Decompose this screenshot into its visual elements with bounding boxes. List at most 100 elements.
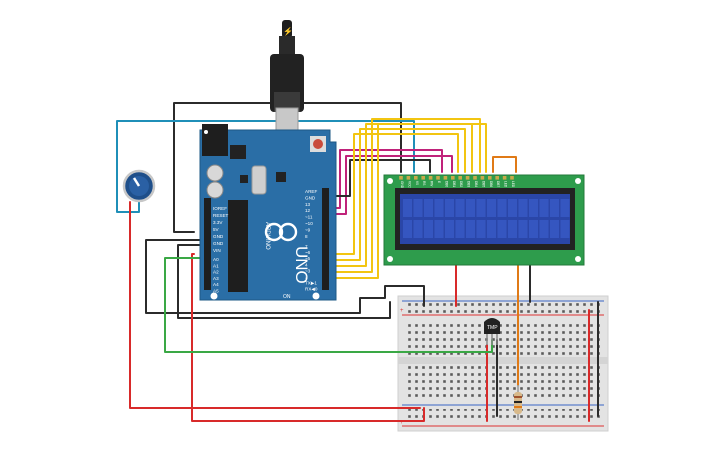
lcd-pin[interactable] [502,176,507,180]
digital-pin-label: ~11 [305,215,313,220]
lcd-char-cell [466,220,475,238]
lcd-pin-label: V0 [415,181,419,185]
lcd-pin[interactable] [495,176,499,180]
lcd-pin[interactable] [510,176,514,180]
lcd-pin-label: GND [400,181,404,189]
tmp-sensor-label: TMP [487,325,498,331]
svg-text:+: + [400,420,404,426]
lcd-pin-label: DB3 [467,181,471,187]
wire-yellow-5[interactable] [322,123,487,279]
lcd-char-cell [550,199,559,217]
power-jack [202,124,228,156]
wire-black-gnd[interactable] [145,239,425,314]
analog-pin-label: A0 [213,257,219,262]
lcd-char-cell [476,220,486,238]
analog-pin-label: A3 [213,276,219,281]
lcd-pin[interactable] [414,176,418,180]
lcd-pin-label: LED [511,181,515,188]
pin-label: GND [213,241,224,246]
wire-yellow-1[interactable] [322,133,459,255]
usb-bolt-icon: ⚡ [283,26,293,36]
wire-magenta-2[interactable] [322,155,453,215]
digital-pin-label: 4 [305,262,308,267]
pin-label: GND [213,234,224,239]
wire-black-gnd-2[interactable] [177,244,391,319]
lcd-pin[interactable] [465,176,470,180]
lcd-char-cell [529,199,538,217]
wire-black-top[interactable] [173,102,402,233]
digital-pin-label: GND [305,195,316,200]
pin-label: RESET [213,213,229,218]
lcd-pin-label: RW [430,181,434,186]
digital-pin-label: TX▶1 [305,281,317,286]
usb-cable[interactable]: ⚡ [270,20,304,131]
lcd-char-cell [476,199,486,217]
potentiometer[interactable] [122,169,156,203]
digital-pin-label: 7 [305,244,308,249]
arduino-uno[interactable]: ARDUINO UNO IOREFRESET3.3V5VGNDGNDVINA0A… [199,124,337,301]
pin-label: VIN [213,248,221,253]
atmega-chip [228,200,248,292]
lcd-char-cell [539,199,549,217]
wire-red-5v[interactable] [191,253,425,422]
lcd-pin[interactable] [436,176,440,180]
lcd-pin[interactable] [480,176,485,180]
lcd-char-cell [518,220,528,238]
wire-black-rw[interactable] [322,159,431,197]
digital-pin-label: ~9 [305,227,311,232]
lcd-char-cell [508,220,517,238]
breadboard[interactable]: + + [397,295,609,432]
wire-yellow-4[interactable] [322,118,481,273]
lcd-pin[interactable] [451,176,455,180]
lcd-char-cell [445,220,454,238]
wire-orange-led[interactable] [492,156,517,173]
lcd-char-cell [487,199,496,217]
lcd-char-cell [508,199,517,217]
lcd-pin[interactable] [488,176,492,180]
lcd-pin[interactable] [399,176,403,180]
lcd-char-cell [413,199,423,217]
digital-pin-label: ~5 [305,256,311,261]
lcd-char-cell [445,199,454,217]
wire-yellow-3[interactable] [322,123,473,267]
resistor[interactable] [514,385,522,420]
lcd-char-cell [434,220,444,238]
lcd-pin[interactable] [421,176,425,180]
lcd-char-cell [466,199,475,217]
reset-button[interactable] [313,139,323,149]
lcd-pin-label: DB6 [489,181,493,187]
lcd-pin[interactable] [428,176,433,180]
lcd-pin[interactable] [443,176,448,180]
wire-green-a0[interactable] [164,257,493,353]
lcd-char-cell [455,199,465,217]
lcd-pin[interactable] [473,176,477,180]
tmp-sensor[interactable]: TMP [484,318,500,345]
lcd-pin-label: LED [504,181,508,188]
lcd-pin-label: DB7 [496,181,500,187]
analog-pin-label: A1 [213,263,219,268]
lcd-char-cell [403,220,412,238]
lcd-char-cell [550,220,559,238]
lcd-pin[interactable] [458,176,462,180]
lcd-char-cell [424,220,433,238]
on-led-label: ON [283,294,291,300]
digital-pin-label: 12 [305,208,311,213]
wire-yellow-2[interactable] [322,128,466,261]
lcd-char-cell [539,220,549,238]
digital-pin-label: 13 [305,202,311,207]
lcd-pin-label: RS [422,181,426,185]
lcd-pin[interactable] [406,176,411,180]
analog-pin-label: A2 [213,270,219,275]
lcd-char-cell [434,199,444,217]
lcd-pin-label: DB0 [444,181,448,187]
lcd-pin-label: DB5 [481,181,485,187]
wire-red-pot[interactable] [129,201,421,409]
digital-pin-label: ~6 [305,250,311,255]
pin-label: IOREF [213,206,227,211]
lcd-pin-label: DB2 [459,181,463,187]
lcd-char-cell [497,220,507,238]
lcd-char-cell [518,199,528,217]
lcd-char-cell [529,220,538,238]
digital-pin-label: ~3 [305,268,311,273]
